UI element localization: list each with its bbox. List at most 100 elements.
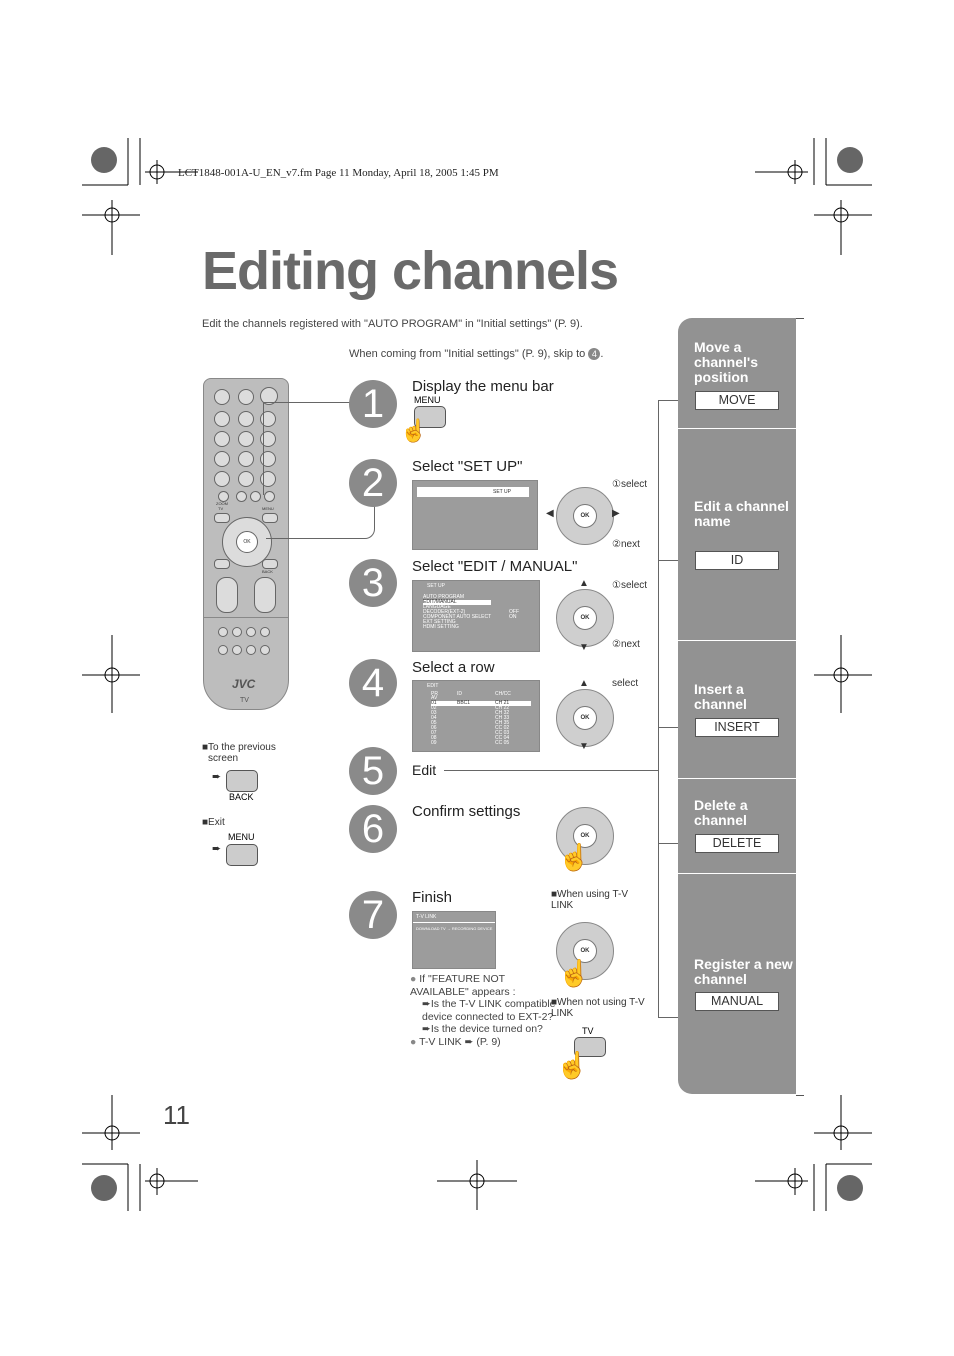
hand-pointer-icon: ☝ bbox=[558, 842, 591, 872]
menu-item: COMPONENT AUTO SELECT bbox=[423, 614, 492, 620]
step-2-title: Select "SET UP" bbox=[412, 458, 523, 475]
menu-bar bbox=[417, 487, 529, 497]
digit-button bbox=[238, 411, 254, 427]
setup-tab-label: SET UP bbox=[493, 489, 511, 495]
remote-button bbox=[264, 491, 275, 502]
col-pr: PR bbox=[431, 691, 438, 697]
table-row: AV bbox=[431, 695, 438, 701]
step-3-title: Select "EDIT / MANUAL" bbox=[412, 558, 578, 575]
setup-menu-items: AUTO PROGRAM EDIT/MANUAL LANGUAGE DECODE… bbox=[423, 594, 492, 630]
arrow-icon: ➨ bbox=[422, 998, 431, 1010]
ok-button: OK bbox=[236, 531, 258, 553]
manual-button: MANUAL bbox=[695, 992, 779, 1011]
digit-button bbox=[260, 411, 276, 427]
note-item: ● T-V LINK ➨ (P. 9) bbox=[410, 1035, 501, 1048]
square-bullet-icon: ■ bbox=[551, 889, 558, 900]
ok-button-illustration: OK bbox=[573, 706, 597, 730]
sidebar-divider bbox=[678, 873, 796, 874]
digit-button bbox=[238, 471, 254, 487]
connector-line bbox=[658, 400, 694, 401]
sidebar-divider bbox=[678, 778, 796, 779]
digit-button bbox=[260, 471, 276, 487]
sidebar-title-delete: Delete a channel bbox=[694, 797, 748, 828]
page-title: Editing channels bbox=[202, 241, 619, 301]
digit-button bbox=[214, 451, 230, 467]
remote-button bbox=[238, 389, 254, 405]
screen-header: T-V LINK bbox=[416, 914, 437, 920]
id-button: ID bbox=[695, 551, 779, 570]
step-number-4: 4 bbox=[349, 659, 397, 707]
hand-pointer-icon: ☝ bbox=[556, 1050, 589, 1080]
channel-rocker bbox=[216, 577, 238, 613]
digit-button bbox=[260, 451, 276, 467]
note-item: ● If "FEATURE NOT AVAILABLE" appears : bbox=[410, 973, 516, 998]
skip-note-text: When coming from "Initial settings" (P. … bbox=[349, 348, 586, 360]
col-ch: CH/CC bbox=[495, 691, 511, 697]
square-bullet-icon: ■ bbox=[551, 997, 558, 1008]
down-arrow-icon: ▼ bbox=[579, 741, 589, 752]
screen-header: SET UP bbox=[427, 583, 445, 589]
setup-list-screenshot: SET UP AUTO PROGRAM EDIT/MANUAL LANGUAGE… bbox=[412, 580, 540, 652]
insert-button: INSERT bbox=[695, 718, 779, 737]
digit-button bbox=[214, 431, 230, 447]
dpad-illustration: OK bbox=[556, 589, 614, 647]
sidebar-title-move: Move a channel's position bbox=[694, 339, 759, 385]
note-sub-item: ➨Is the T-V LINK compatible device conne… bbox=[422, 998, 556, 1023]
power-button bbox=[260, 387, 278, 405]
ok-button-illustration: OK bbox=[573, 824, 597, 848]
zoom-button bbox=[218, 491, 229, 502]
hand-pointer-icon: ☝ bbox=[558, 958, 591, 988]
step-1-title: Display the menu bar bbox=[412, 378, 554, 395]
when-using-label: ■When using T-V LINK bbox=[551, 889, 629, 911]
file-header: LCT1848-001A-U_EN_v7.fm Page 11 Monday, … bbox=[178, 167, 499, 179]
step-3-hint-next: ②next bbox=[612, 639, 640, 650]
back-button-illustration bbox=[226, 770, 258, 792]
menu-button-illustration bbox=[226, 844, 258, 866]
square-bullet-icon: ■ bbox=[202, 742, 209, 753]
page-number: 11 bbox=[163, 1100, 190, 1130]
arrow-icon: ➨ bbox=[212, 843, 222, 855]
remote-button bbox=[246, 627, 256, 637]
ok-button-illustration: OK bbox=[573, 504, 597, 528]
exit-note: ■Exit bbox=[202, 817, 225, 828]
connector-line bbox=[658, 1017, 694, 1018]
down-arrow-icon: ▼ bbox=[579, 642, 589, 653]
step-1-button-label: MENU bbox=[414, 395, 441, 405]
setup-menu-values: OFF ON bbox=[509, 610, 519, 620]
digit-button bbox=[238, 431, 254, 447]
step-number-3: 3 bbox=[349, 559, 397, 607]
tv-link-screenshot: T-V LINK DOWNLOAD TV → RECORDING DEVICE bbox=[412, 911, 496, 969]
intro-text: Edit the channels registered with "AUTO … bbox=[202, 318, 583, 330]
back-button-label: BACK bbox=[229, 792, 254, 802]
menu-value: OFF bbox=[509, 609, 519, 615]
step-5-title: Edit bbox=[412, 762, 437, 778]
sidebar-panel bbox=[678, 318, 796, 1094]
menu-item: AUTO PROGRAM bbox=[423, 594, 465, 600]
when-not-using-label: ■When not using T-V LINK bbox=[551, 997, 645, 1019]
zoom-label: ZOOM bbox=[216, 501, 228, 506]
step-4-hint-select: select bbox=[612, 678, 639, 689]
connector-line bbox=[658, 560, 694, 561]
step-2-hint-next: ②next bbox=[612, 539, 640, 550]
square-bullet-icon: ■ bbox=[202, 817, 209, 828]
connector-line bbox=[658, 843, 694, 844]
dpad-illustration: OK bbox=[556, 689, 614, 747]
move-button: MOVE bbox=[695, 391, 779, 410]
setup-menu-screenshot: SET UP bbox=[412, 480, 538, 550]
menu-item: LANGUAGE bbox=[423, 604, 451, 610]
delete-button: DELETE bbox=[695, 834, 779, 853]
brand-logo: JVC bbox=[232, 677, 256, 691]
step-number-1: 1 bbox=[349, 380, 397, 428]
skip-target-number: 4 bbox=[588, 348, 601, 360]
hand-pointer-icon: ☝ bbox=[400, 418, 428, 443]
menu-item: EXT SETTING bbox=[423, 619, 456, 625]
sidebar-title-manual: Register a new channel bbox=[694, 956, 793, 987]
